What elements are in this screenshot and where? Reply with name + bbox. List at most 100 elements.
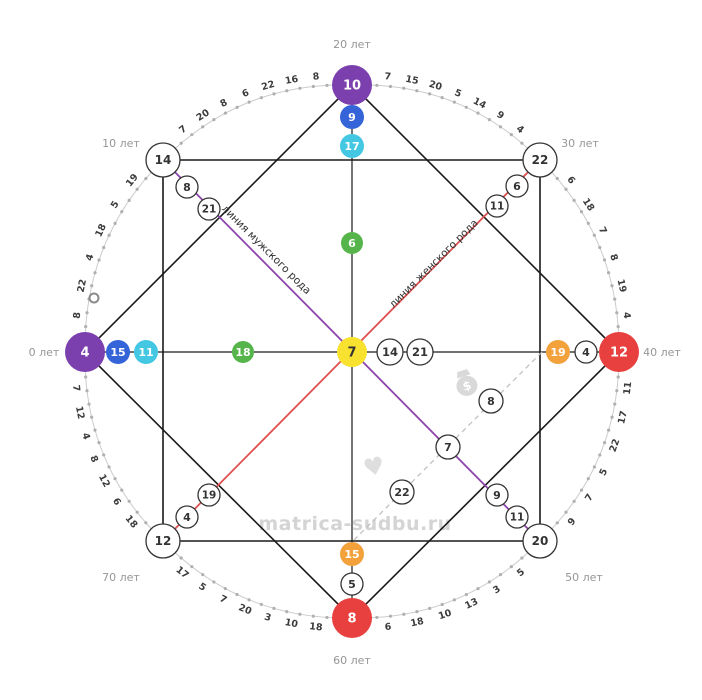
age-label-2: 20 лет [333, 38, 371, 51]
node-60y-inner-2[interactable]: 15 [340, 542, 364, 566]
node-sky[interactable]: 6 [341, 232, 363, 254]
arc-dot [616, 324, 620, 329]
node-20y-inner-2[interactable]: 17 [340, 134, 364, 158]
arc-dot [120, 488, 124, 492]
node-30y-inner-2[interactable]: 11 [485, 194, 509, 218]
node-comfort-2[interactable]: 21 [406, 338, 434, 366]
arc-dot [247, 100, 251, 104]
arc-dot [85, 389, 89, 393]
arc-dot [190, 565, 194, 569]
heart-icon: ♥ [361, 451, 388, 483]
arc-age-number: 8 [607, 253, 620, 263]
arc-path [539, 351, 620, 542]
arc-dot [84, 325, 88, 329]
arc-dot [107, 465, 111, 469]
node-40y-inner-2[interactable]: 19 [546, 340, 570, 364]
node-money[interactable]: 8 [478, 388, 504, 414]
node-balance[interactable]: 7 [435, 434, 461, 460]
arc-age-number: 11 [622, 381, 634, 395]
arc-dot [311, 84, 315, 89]
node-60y-main[interactable]: 8 [332, 598, 372, 638]
arc-dot [464, 592, 468, 597]
node-love[interactable]: 22 [389, 479, 415, 505]
node-10y-inner-1[interactable]: 8 [175, 175, 199, 199]
node-0y-inner-2[interactable]: 11 [134, 340, 158, 364]
arc-dot [120, 210, 124, 214]
node-value: 7 [444, 441, 452, 454]
node-10y-inner-2[interactable]: 21 [197, 197, 221, 221]
node-30y-inner-1[interactable]: 6 [505, 174, 529, 198]
node-70y-inner-2[interactable]: 19 [197, 483, 221, 507]
node-comfort-1[interactable]: 14 [376, 338, 404, 366]
age-label-1: 10 лет [102, 137, 140, 150]
node-40y-main[interactable]: 12 [599, 332, 639, 372]
node-value: 17 [344, 140, 359, 153]
node-center[interactable]: 7 [337, 337, 367, 367]
arc-dot [555, 176, 559, 181]
node-0y-main[interactable]: 4 [65, 332, 105, 372]
node-60y-inner-1[interactable]: 5 [340, 572, 364, 596]
arc-dot [212, 118, 216, 122]
node-50y-main[interactable]: 20 [522, 523, 558, 559]
arc-dot [135, 510, 139, 514]
arc-dot [102, 453, 106, 457]
node-70y-inner-1[interactable]: 4 [175, 505, 199, 529]
arc-age-number: 10 [284, 617, 299, 630]
arc-dot [179, 556, 183, 560]
heart-glyph: ♥ [361, 451, 388, 483]
node-value: 4 [80, 346, 89, 361]
arc-dot [325, 615, 329, 620]
arc-dot [402, 612, 406, 616]
arc-age-number: 3 [491, 584, 502, 597]
arc-dot [476, 586, 480, 591]
node-40y-inner-1[interactable]: 4 [574, 340, 598, 364]
arc-age-number: 7 [384, 71, 392, 83]
node-50y-inner-2[interactable]: 9 [485, 483, 509, 507]
node-value: 15 [110, 346, 125, 359]
arc-dot [102, 245, 106, 250]
node-earth[interactable]: 18 [232, 341, 254, 363]
node-20y-inner-1[interactable]: 9 [340, 105, 364, 129]
node-0y-inner-1[interactable]: 15 [106, 340, 130, 364]
arc-age-number: 8 [87, 454, 100, 465]
arc-dot [135, 187, 139, 191]
node-10y-main[interactable]: 14 [145, 142, 181, 178]
node-value: 6 [513, 180, 521, 193]
arc-path [351, 84, 541, 161]
arc-dot [212, 580, 216, 584]
current-age-marker[interactable] [88, 292, 100, 304]
arc-dot [144, 521, 148, 525]
arc-dot [97, 441, 101, 445]
arc-age-number: 6 [564, 174, 577, 186]
arc-dot [87, 402, 91, 406]
arc-dot [606, 271, 611, 275]
money-bag-icon: $ [456, 369, 478, 396]
node-value: 14 [155, 153, 172, 167]
arc-dot [127, 499, 131, 503]
node-50y-inner-1[interactable]: 11 [505, 505, 529, 529]
node-70y-main[interactable]: 12 [145, 523, 181, 559]
node-value: 7 [347, 346, 356, 361]
arc-dot [84, 375, 88, 379]
node-value: 5 [348, 578, 356, 591]
arc-dot [428, 92, 432, 96]
node-30y-main[interactable]: 22 [522, 142, 558, 178]
arc-dot [613, 402, 617, 406]
arc-age-number: 18 [93, 222, 109, 239]
arc-path [84, 159, 164, 353]
arc-age-number: 5 [453, 87, 463, 100]
node-20y-main[interactable]: 10 [332, 65, 372, 105]
node-value: 21 [202, 204, 217, 216]
arc-dot [592, 233, 596, 237]
arc-age-number: 9 [566, 516, 579, 528]
node-value: 12 [155, 534, 172, 548]
node-value: 11 [510, 512, 525, 524]
arc-age-number: 19 [124, 172, 141, 189]
arc-age-number: 3 [263, 612, 272, 624]
arc-dot [247, 598, 251, 602]
arc-age-number: 9 [494, 109, 506, 122]
arc-age-number: 8 [312, 71, 320, 83]
arc-dot [259, 602, 263, 607]
